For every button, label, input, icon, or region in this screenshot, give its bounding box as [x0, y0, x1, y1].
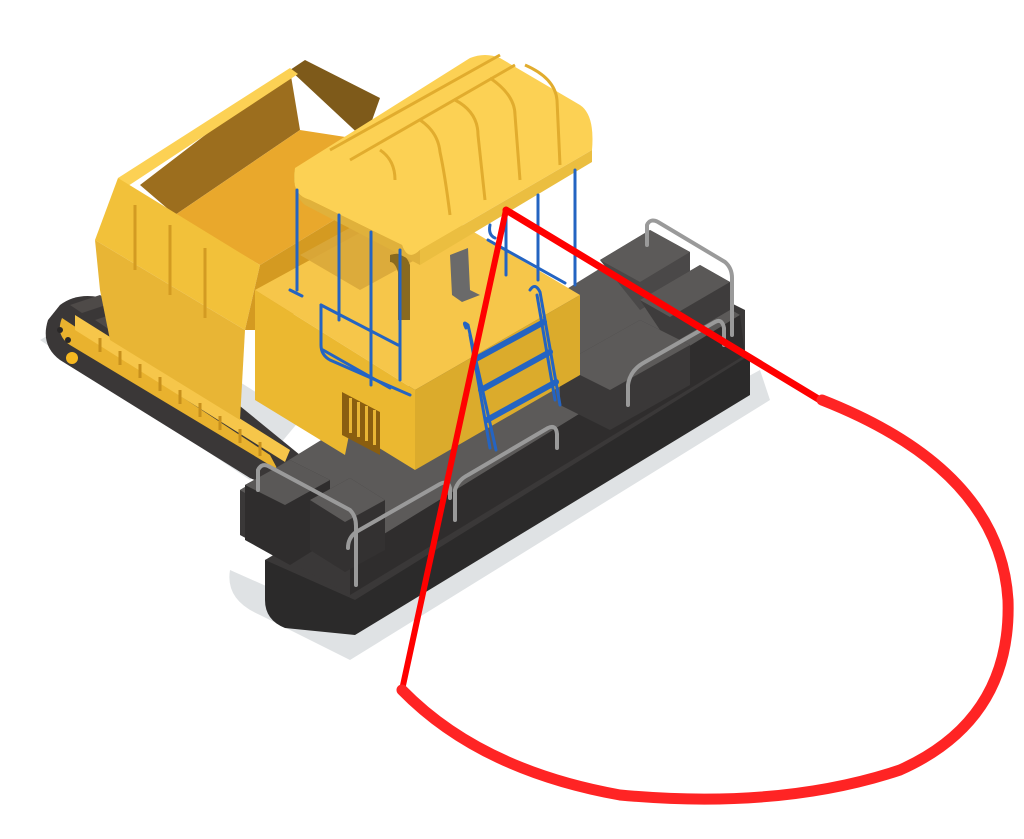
crawler-track: [45, 295, 300, 483]
boarding-ladder: [462, 285, 562, 452]
red-annotation-loop: [396, 206, 1014, 805]
engine-grille: [342, 392, 380, 455]
